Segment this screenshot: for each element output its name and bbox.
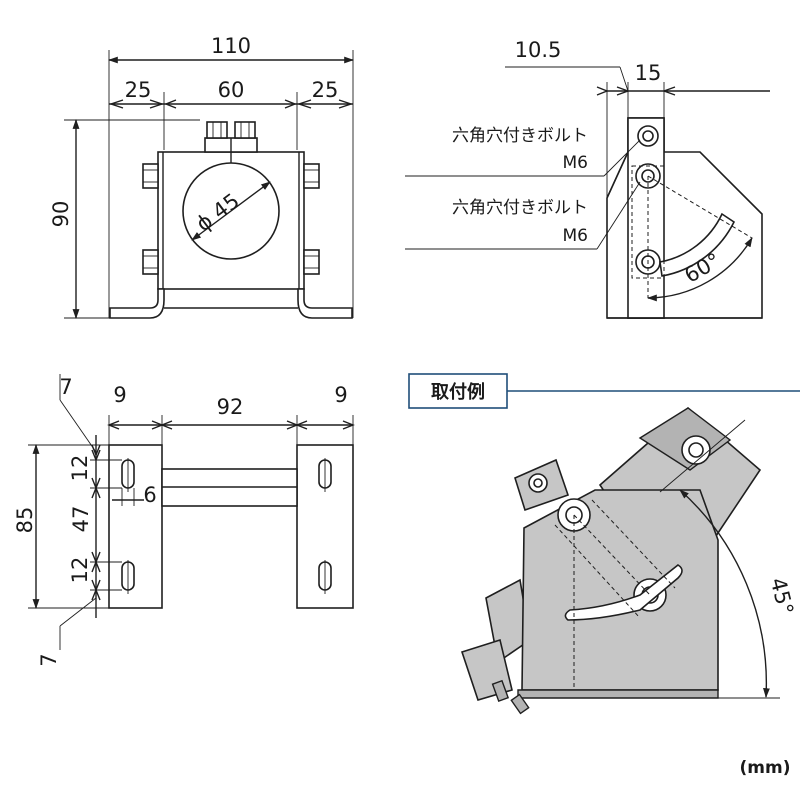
bolt-size-2: M6 [563,226,588,246]
front-view [64,50,354,319]
top-view [28,374,355,650]
dim-edge-bottom-7: 7 [37,653,61,666]
front-foot-left [109,288,165,319]
front-foot-right [297,288,353,319]
example-section [408,373,800,409]
dim-right-25: 25 [312,78,339,102]
dim-left-25: 25 [125,78,152,102]
dim-height-85: 85 [13,507,37,534]
dim-right-plate-9: 9 [334,383,347,407]
dim-height-90: 90 [49,201,73,228]
dim-edge-top-7: 7 [59,375,72,399]
bolt-label-1: 六角穴付きボルト [452,126,588,146]
dim-total-width: 110 [211,34,251,58]
dim-slot-top-12: 12 [68,455,92,482]
bracket-body [521,489,719,691]
bolt-label-2: 六角穴付きボルト [452,198,588,218]
dim-offset-10-5: 10.5 [515,38,562,62]
mounting-example-illustration [460,406,780,715]
side-view [405,66,770,319]
example-title: 取付例 [431,381,485,403]
unit-label: (mm) [740,758,791,778]
dim-slot-width-6: 6 [143,483,156,507]
dim-slot-bottom-12: 12 [68,557,92,584]
dim-span-92: 92 [217,395,244,419]
dim-center-60: 60 [218,78,245,102]
angle-45: 45° [766,575,798,617]
dim-plate-15: 15 [635,61,662,85]
dim-slot-gap-47: 47 [69,506,93,533]
dim-left-plate-9: 9 [113,383,126,407]
bolt-size-1: M6 [563,153,588,173]
top-plate-left [108,444,163,609]
